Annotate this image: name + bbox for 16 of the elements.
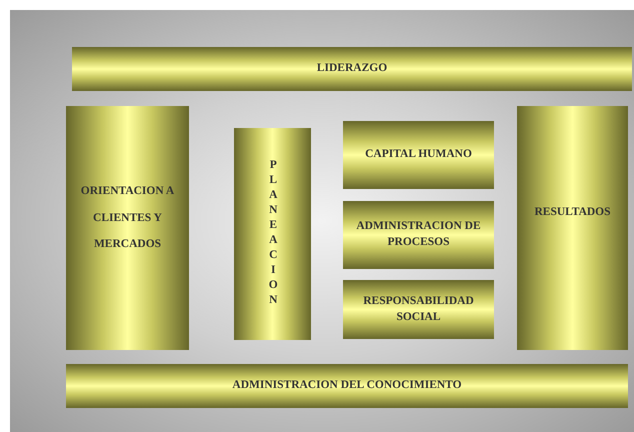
box-label: CAPITAL HUMANO bbox=[365, 147, 472, 162]
box-label: RESPONSABILIDAD SOCIAL bbox=[362, 294, 475, 324]
horizontal-bar bbox=[343, 280, 494, 339]
horizontal-bar bbox=[343, 121, 494, 189]
vertical-panel bbox=[517, 106, 628, 350]
vertical-panel bbox=[234, 128, 311, 340]
horizontal-bar bbox=[72, 47, 632, 91]
box-label: PLANEACION bbox=[266, 159, 280, 309]
box-label: ORIENTACION A CLIENTES Y MERCADOS bbox=[80, 184, 176, 252]
horizontal-bar bbox=[343, 201, 494, 269]
vertical-panel bbox=[66, 106, 189, 350]
box-label: LIDERAZGO bbox=[316, 61, 388, 76]
box-label: ADMINISTRACION DEL CONOCIMIENTO bbox=[232, 378, 462, 394]
box-label: ADMINISTRACION DE PROCESOS bbox=[355, 219, 482, 250]
horizontal-bar bbox=[66, 364, 628, 408]
box-label: RESULTADOS bbox=[534, 205, 611, 220]
